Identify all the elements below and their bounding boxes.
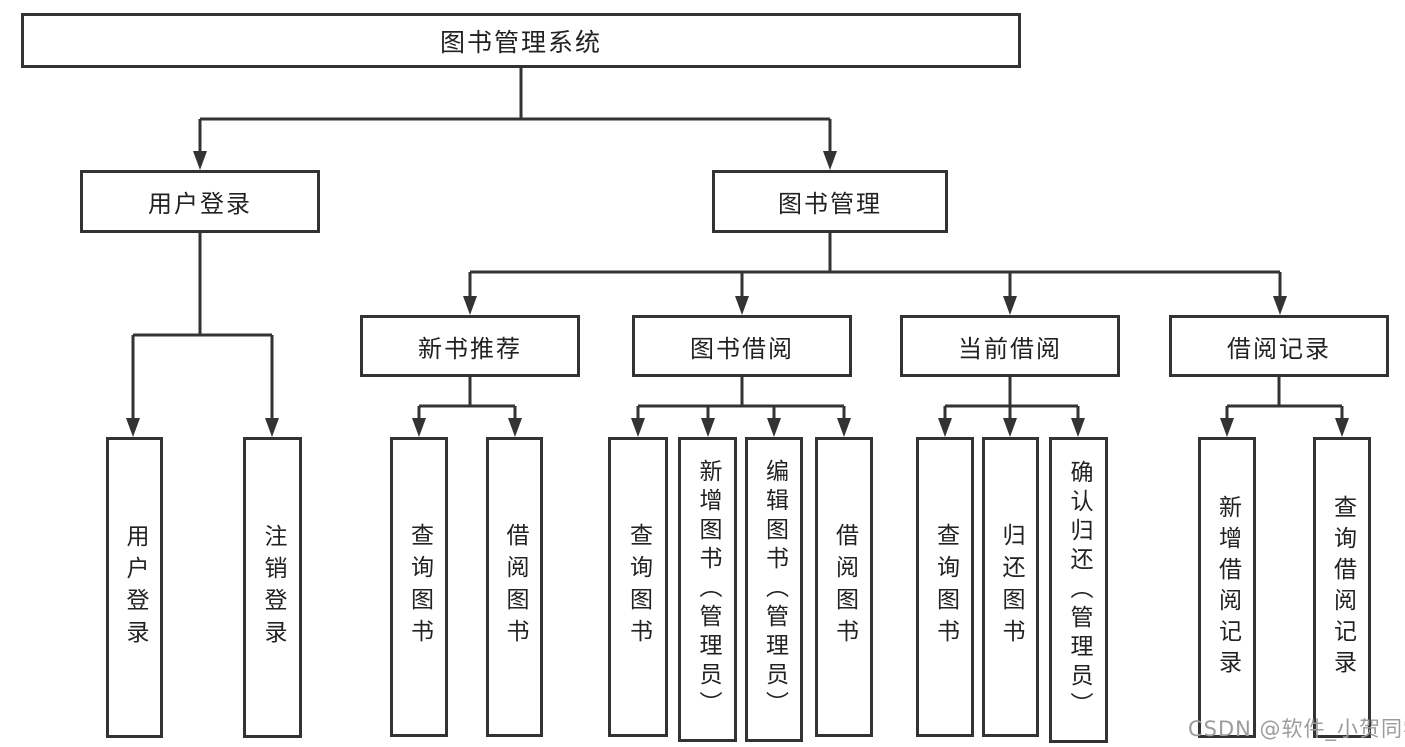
csdn-watermark: CSDN @软件_小贺同学	[1188, 717, 1405, 741]
node-new-book-recommend: 新书推荐	[360, 315, 580, 377]
node-label: 用户登录	[148, 190, 252, 218]
leaf-borrow-books-recommend: 借阅图书	[486, 437, 543, 737]
arrowheads	[126, 151, 1349, 437]
leaf-label: 确认归还（管理员）	[1066, 459, 1092, 721]
node-label: 新书推荐	[418, 334, 522, 363]
node-label: 图书管理	[778, 190, 882, 218]
leaf-confirm-return-admin: 确认归还（管理员）	[1049, 437, 1108, 743]
leaf-query-borrow-record: 查询借阅记录	[1313, 437, 1371, 738]
leaf-label: 查询图书	[406, 523, 433, 651]
leaf-label: 用户登录	[122, 523, 148, 652]
leaf-label: 编辑图书（管理员）	[761, 459, 788, 720]
leaf-label: 新增借阅记录	[1214, 494, 1241, 681]
node-user-login-branch: 用户登录	[80, 170, 320, 233]
leaf-label: 归还图书	[998, 523, 1024, 651]
leaf-borrow-books: 借阅图书	[815, 437, 873, 737]
leaf-label: 借阅图书	[831, 523, 858, 651]
leaf-label: 查询借阅记录	[1329, 494, 1356, 681]
leaf-label: 借阅图书	[502, 523, 528, 651]
leaf-query-books-current: 查询图书	[916, 437, 974, 737]
node-label: 借阅记录	[1227, 334, 1331, 363]
leaf-label: 查询图书	[625, 523, 652, 651]
node-label: 图书借阅	[690, 334, 794, 363]
leaf-return-books: 归还图书	[982, 437, 1039, 737]
node-current-borrow: 当前借阅	[900, 315, 1120, 377]
connector-segments	[131, 68, 1344, 419]
leaf-edit-book-admin: 编辑图书（管理员）	[745, 437, 803, 742]
node-root-label: 图书管理系统	[439, 27, 602, 57]
node-book-borrow: 图书借阅	[632, 315, 852, 377]
node-root: 图书管理系统	[21, 13, 1021, 68]
leaf-label: 新增图书（管理员）	[695, 459, 721, 720]
leaf-query-books-borrow: 查询图书	[608, 437, 668, 737]
leaf-logout: 注销登录	[243, 437, 302, 738]
leaf-user-login: 用户登录	[106, 437, 163, 738]
leaf-label: 注销登录	[260, 523, 286, 652]
leaf-add-borrow-record: 新增借阅记录	[1198, 437, 1256, 738]
leaf-query-books-recommend: 查询图书	[390, 437, 448, 737]
leaf-add-book-admin: 新增图书（管理员）	[678, 437, 737, 742]
node-borrow-records: 借阅记录	[1169, 315, 1389, 377]
node-label: 当前借阅	[958, 334, 1062, 363]
node-book-management: 图书管理	[712, 170, 948, 233]
leaf-label: 查询图书	[932, 523, 959, 651]
